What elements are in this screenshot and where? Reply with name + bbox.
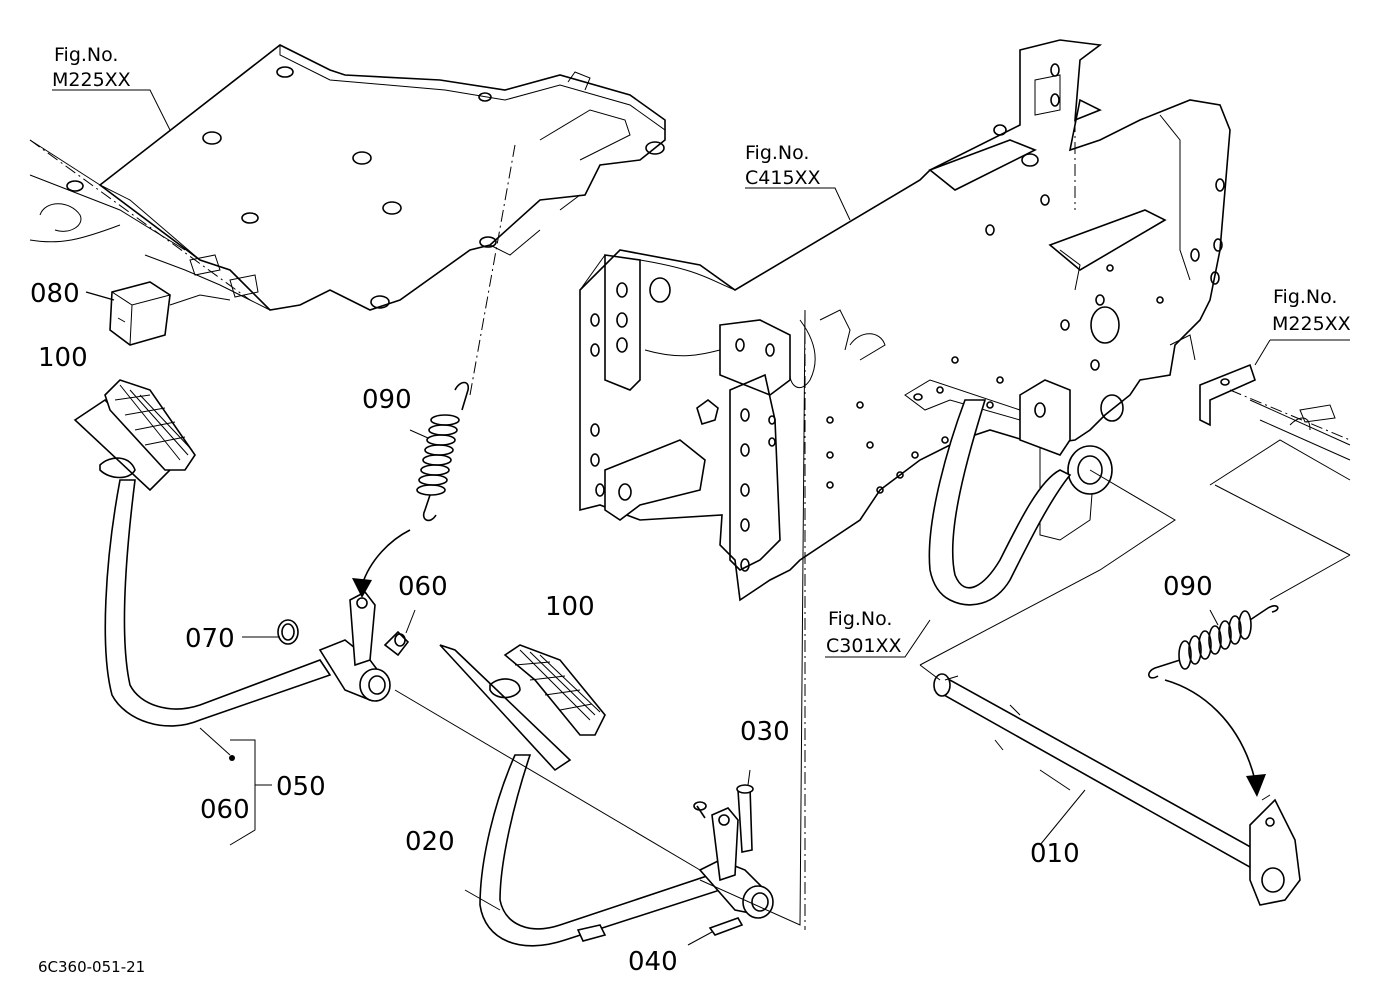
callout-100-left: 100 (38, 343, 88, 373)
fig-ref-c415-line1: Fig.No. (745, 142, 809, 164)
fig-ref-m225-right-line2: M225XX (1272, 313, 1351, 335)
part-030-pin (736, 769, 754, 853)
part-020-pedal-arm (479, 754, 774, 947)
fig-ref-m225-top-line2: M225XX (52, 69, 131, 91)
part-090-spring-upper (409, 381, 470, 522)
callout-060-nipple: 060 (398, 572, 448, 602)
drawing-code: 6C360-051-21 (38, 958, 145, 976)
fig-ref-m225-top-line1: Fig.No. (54, 44, 118, 66)
part-040-splitpin (687, 917, 744, 946)
part-100-pedal-left (73, 379, 196, 492)
part-080-block (85, 281, 231, 346)
callout-070: 070 (185, 624, 235, 654)
callout-040: 040 (628, 947, 678, 977)
callout-020: 020 (405, 827, 455, 857)
callout-060-assembly: 060 (200, 795, 250, 825)
fig-ref-c301-line1: Fig.No. (828, 608, 892, 630)
assembly-arrows (352, 529, 1266, 797)
callout-010: 010 (1030, 839, 1080, 869)
lever-c301 (928, 399, 1072, 606)
part-060-nipple (383, 609, 416, 657)
callout-080: 080 (30, 279, 80, 309)
part-050-pedal-arm (104, 479, 391, 761)
callout-090-upper: 090 (362, 385, 412, 415)
fig-ref-m225-right-line1: Fig.No. (1273, 286, 1337, 308)
right-bracket (1199, 363, 1351, 461)
part-090-spring-right (1148, 605, 1279, 679)
part-070-ring (242, 619, 299, 645)
callout-090-right: 090 (1163, 572, 1213, 602)
callout-030: 030 (740, 717, 790, 747)
fig-ref-c301-line2: C301XX (826, 635, 902, 657)
figure-reference-labels: Fig.No. M225XX Fig.No. C415XX Fig.No. M2… (52, 44, 1351, 657)
part-010-shaft (933, 673, 1301, 906)
part-callouts: 080 100 090 060 070 060 050 100 030 020 … (30, 279, 1213, 977)
main-frame (579, 39, 1231, 602)
callout-100-right: 100 (545, 592, 595, 622)
part-100-pedal-right (439, 644, 606, 772)
floor-plate (29, 44, 666, 311)
callout-050: 050 (276, 772, 326, 802)
fig-ref-c415-line2: C415XX (745, 167, 821, 189)
leader-lines (52, 89, 1351, 930)
